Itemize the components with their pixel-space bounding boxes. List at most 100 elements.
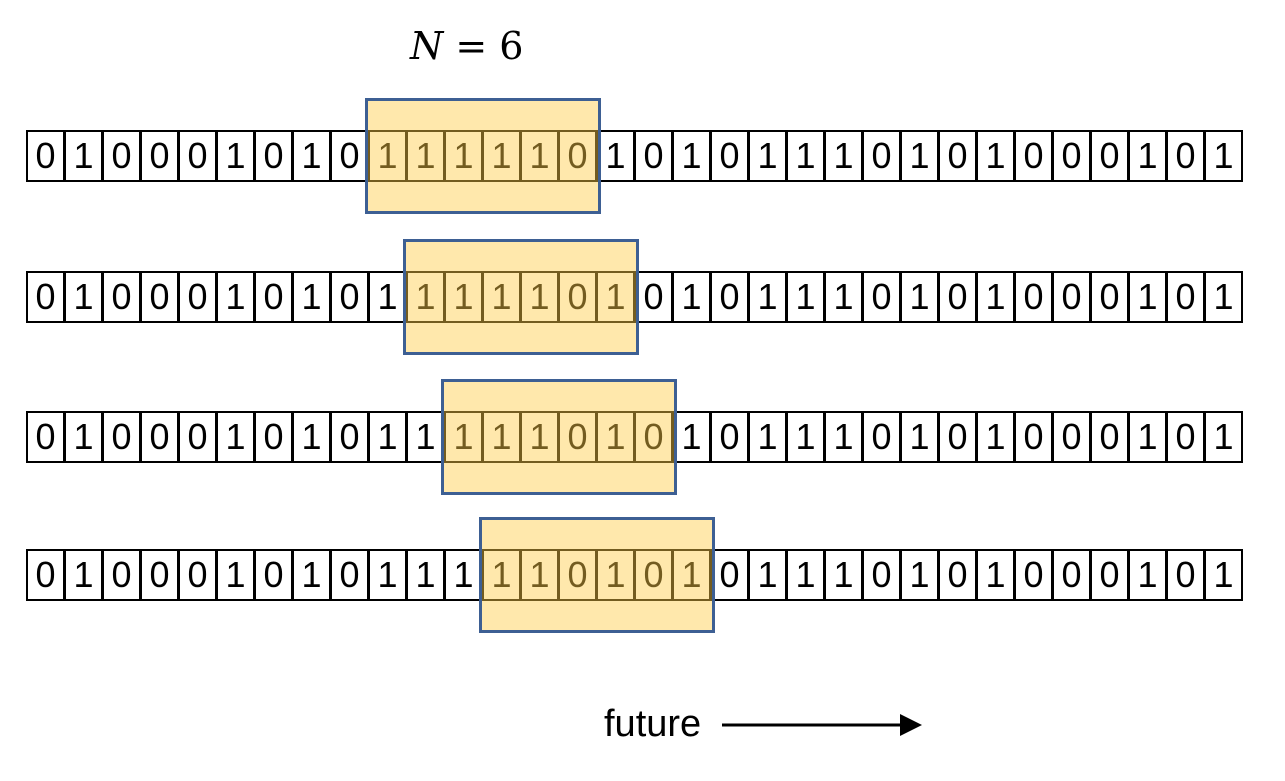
bit-cell: 0 bbox=[938, 130, 977, 182]
sliding-window-box bbox=[479, 517, 715, 633]
bit-cell: 1 bbox=[976, 411, 1015, 463]
bit-cell: 1 bbox=[1204, 549, 1243, 601]
bit-cell: 1 bbox=[976, 271, 1015, 323]
bit-cell: 1 bbox=[292, 130, 331, 182]
bit-cell: 0 bbox=[634, 271, 673, 323]
bit-cell: 1 bbox=[216, 271, 255, 323]
bit-cell: 1 bbox=[786, 271, 825, 323]
bit-cell: 1 bbox=[672, 271, 711, 323]
equation-variable: N bbox=[410, 24, 444, 68]
bit-cell: 1 bbox=[406, 411, 445, 463]
bit-cell: 0 bbox=[710, 130, 749, 182]
bit-cell: 1 bbox=[1204, 271, 1243, 323]
bit-cell: 1 bbox=[824, 411, 863, 463]
window-size-equation: N = 6 bbox=[410, 24, 523, 68]
bit-cell: 1 bbox=[672, 130, 711, 182]
equation-operator: = bbox=[455, 24, 488, 68]
bit-cell: 0 bbox=[178, 130, 217, 182]
bit-cell: 1 bbox=[748, 411, 787, 463]
bit-cell: 0 bbox=[140, 549, 179, 601]
bit-cell: 0 bbox=[710, 271, 749, 323]
bit-cell: 1 bbox=[786, 411, 825, 463]
bit-cell: 0 bbox=[938, 411, 977, 463]
equation-value: 6 bbox=[499, 24, 524, 68]
sliding-window-box bbox=[403, 239, 639, 355]
bit-cell: 0 bbox=[26, 130, 65, 182]
bit-cell: 0 bbox=[102, 411, 141, 463]
bit-cell: 0 bbox=[330, 271, 369, 323]
bit-cell: 0 bbox=[254, 411, 293, 463]
bit-cell: 0 bbox=[634, 130, 673, 182]
bit-cell: 0 bbox=[710, 549, 749, 601]
bit-cell: 1 bbox=[292, 271, 331, 323]
bit-cell: 0 bbox=[862, 411, 901, 463]
bit-cell: 0 bbox=[102, 271, 141, 323]
bit-cell: 0 bbox=[710, 411, 749, 463]
bit-cell: 0 bbox=[330, 549, 369, 601]
bit-cell: 0 bbox=[862, 549, 901, 601]
bit-cell: 1 bbox=[786, 549, 825, 601]
bit-cell: 1 bbox=[1128, 130, 1167, 182]
bit-cell: 0 bbox=[102, 130, 141, 182]
bit-cell: 1 bbox=[976, 130, 1015, 182]
bit-cell: 1 bbox=[824, 549, 863, 601]
bit-cell: 0 bbox=[1166, 549, 1205, 601]
bit-cell: 1 bbox=[786, 130, 825, 182]
bit-cell: 0 bbox=[862, 130, 901, 182]
bit-cell: 1 bbox=[216, 130, 255, 182]
bit-cell: 0 bbox=[26, 411, 65, 463]
bit-cell: 1 bbox=[824, 130, 863, 182]
bit-cell: 1 bbox=[64, 130, 103, 182]
bit-cell: 0 bbox=[254, 549, 293, 601]
sliding-window-box bbox=[441, 379, 677, 495]
bit-cell: 0 bbox=[1052, 411, 1091, 463]
bit-cell: 0 bbox=[1052, 130, 1091, 182]
bit-cell: 1 bbox=[1128, 549, 1167, 601]
bit-cell: 0 bbox=[178, 411, 217, 463]
bit-cell: 1 bbox=[216, 549, 255, 601]
bit-cell: 1 bbox=[748, 130, 787, 182]
bit-cell: 1 bbox=[368, 271, 407, 323]
bit-cell: 0 bbox=[102, 549, 141, 601]
bit-cell: 1 bbox=[444, 549, 483, 601]
bit-cell: 0 bbox=[1014, 130, 1053, 182]
future-label: future bbox=[604, 703, 702, 745]
bit-cell: 1 bbox=[368, 549, 407, 601]
bit-cell: 1 bbox=[672, 411, 711, 463]
bit-cell: 0 bbox=[254, 130, 293, 182]
bit-cell: 0 bbox=[1090, 130, 1129, 182]
bit-cell: 1 bbox=[292, 549, 331, 601]
bit-cell: 0 bbox=[178, 271, 217, 323]
bit-cell: 0 bbox=[1166, 130, 1205, 182]
bit-cell: 1 bbox=[1128, 271, 1167, 323]
bit-cell: 0 bbox=[140, 411, 179, 463]
bit-cell: 0 bbox=[1052, 549, 1091, 601]
bit-cell: 0 bbox=[330, 411, 369, 463]
bit-cell: 1 bbox=[900, 130, 939, 182]
bit-cell: 1 bbox=[292, 411, 331, 463]
bit-cell: 0 bbox=[1090, 411, 1129, 463]
bit-cell: 0 bbox=[26, 549, 65, 601]
bit-cell: 1 bbox=[900, 271, 939, 323]
bit-cell: 0 bbox=[330, 130, 369, 182]
bit-cell: 0 bbox=[1166, 271, 1205, 323]
bit-cell: 0 bbox=[178, 549, 217, 601]
bit-cell: 0 bbox=[1014, 411, 1053, 463]
bit-cell: 0 bbox=[254, 271, 293, 323]
bit-cell: 1 bbox=[406, 549, 445, 601]
bit-cell: 0 bbox=[1090, 271, 1129, 323]
bit-cell: 0 bbox=[938, 549, 977, 601]
bit-cell: 1 bbox=[900, 411, 939, 463]
bit-cell: 0 bbox=[26, 271, 65, 323]
bit-cell: 1 bbox=[976, 549, 1015, 601]
bit-cell: 1 bbox=[748, 271, 787, 323]
bit-cell: 1 bbox=[64, 411, 103, 463]
bit-cell: 1 bbox=[368, 411, 407, 463]
bit-cell: 0 bbox=[1090, 549, 1129, 601]
bit-cell: 1 bbox=[1128, 411, 1167, 463]
bit-cell: 1 bbox=[1204, 411, 1243, 463]
